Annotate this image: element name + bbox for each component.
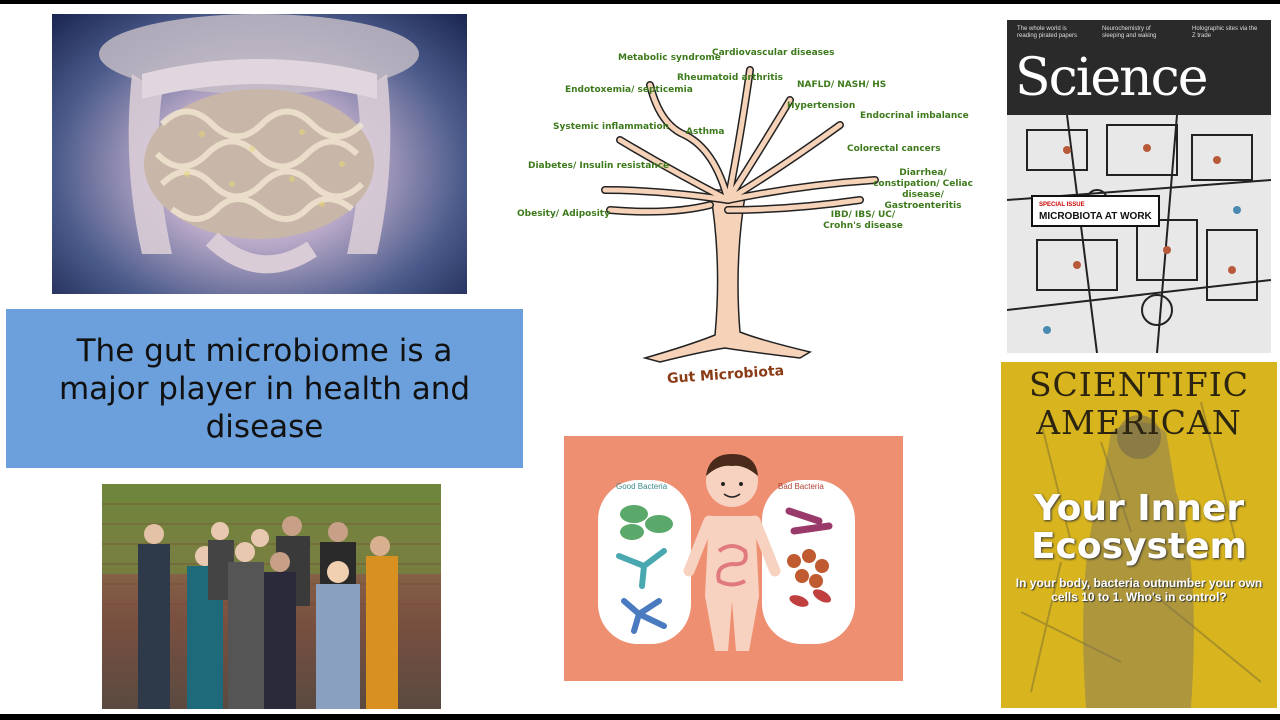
sciam-subtitle: In your body, bacteria outnumber your ow… [1015,576,1263,604]
good-bad-bacteria-illustration: Good Bacteria Bad Bacteria [564,436,903,681]
science-top-right: Holographic sites via the Z trade [1192,26,1258,39]
title-text: The gut microbiome is a major player in … [58,332,471,445]
good-bacteria-icons [616,505,673,634]
label-metabolic: Metabolic syndrome [618,53,721,63]
science-cover: The whole world is reading pirated paper… [1007,20,1271,353]
people [138,516,398,709]
label-asthma: Asthma [686,127,725,137]
sciam-masthead: SCIENTIFIC AMERICAN [1028,365,1250,442]
science-top-left: The whole world is reading pirated paper… [1017,26,1078,39]
gut-microbiota-tree: Metabolic syndrome Cardiovascular diseas… [510,40,990,390]
science-badge-kicker: SPECIAL ISSUE [1039,202,1085,208]
label-hypertension: Hypertension [787,101,856,111]
label-colorectal: Colorectal cancers [847,144,941,154]
science-masthead: Science [1015,48,1209,108]
title-box: The gut microbiome is a major player in … [6,309,523,468]
science-top-mid: Neurochemistry of sleeping and waking [1102,26,1157,39]
bottom-border [0,714,1280,720]
label-endotoxemia: Endotoxemia/ septicemia [565,85,693,95]
good-bacteria-label: Good Bacteria [616,482,668,491]
bad-bacteria-label: Bad Bacteria [778,482,824,491]
intestine-image [52,14,467,294]
label-nafld: NAFLD/ NASH/ HS [797,80,887,90]
label-systemic: Systemic inflammation [553,122,670,132]
label-ibd: IBD/ IBS/ UC/ Crohn's disease [823,210,903,231]
label-obesity: Obesity/ Adiposity [517,209,610,219]
label-diabetes: Diabetes/ Insulin resistance [528,161,670,171]
bad-bacteria-icons [785,507,833,607]
science-badge: SPECIAL ISSUE MICROBIOTA AT WORK [1031,195,1160,227]
scientific-american-cover: SCIENTIFIC AMERICAN Your Inner Ecosystem… [1001,362,1277,708]
label-endocrinal: Endocrinal imbalance [860,111,969,121]
science-badge-text: MICROBIOTA AT WORK [1039,211,1152,222]
sciam-headline: Your Inner Ecosystem [1030,488,1248,567]
team-photo [102,484,441,709]
label-rheumatoid: Rheumatoid arthritis [677,73,783,83]
label-diarrhea: Diarrhea/ constipation/ Celiac disease/ … [873,168,973,211]
label-cardiovascular: Cardiovascular diseases [712,48,835,58]
top-border [0,0,1280,4]
child-figure [683,454,781,651]
